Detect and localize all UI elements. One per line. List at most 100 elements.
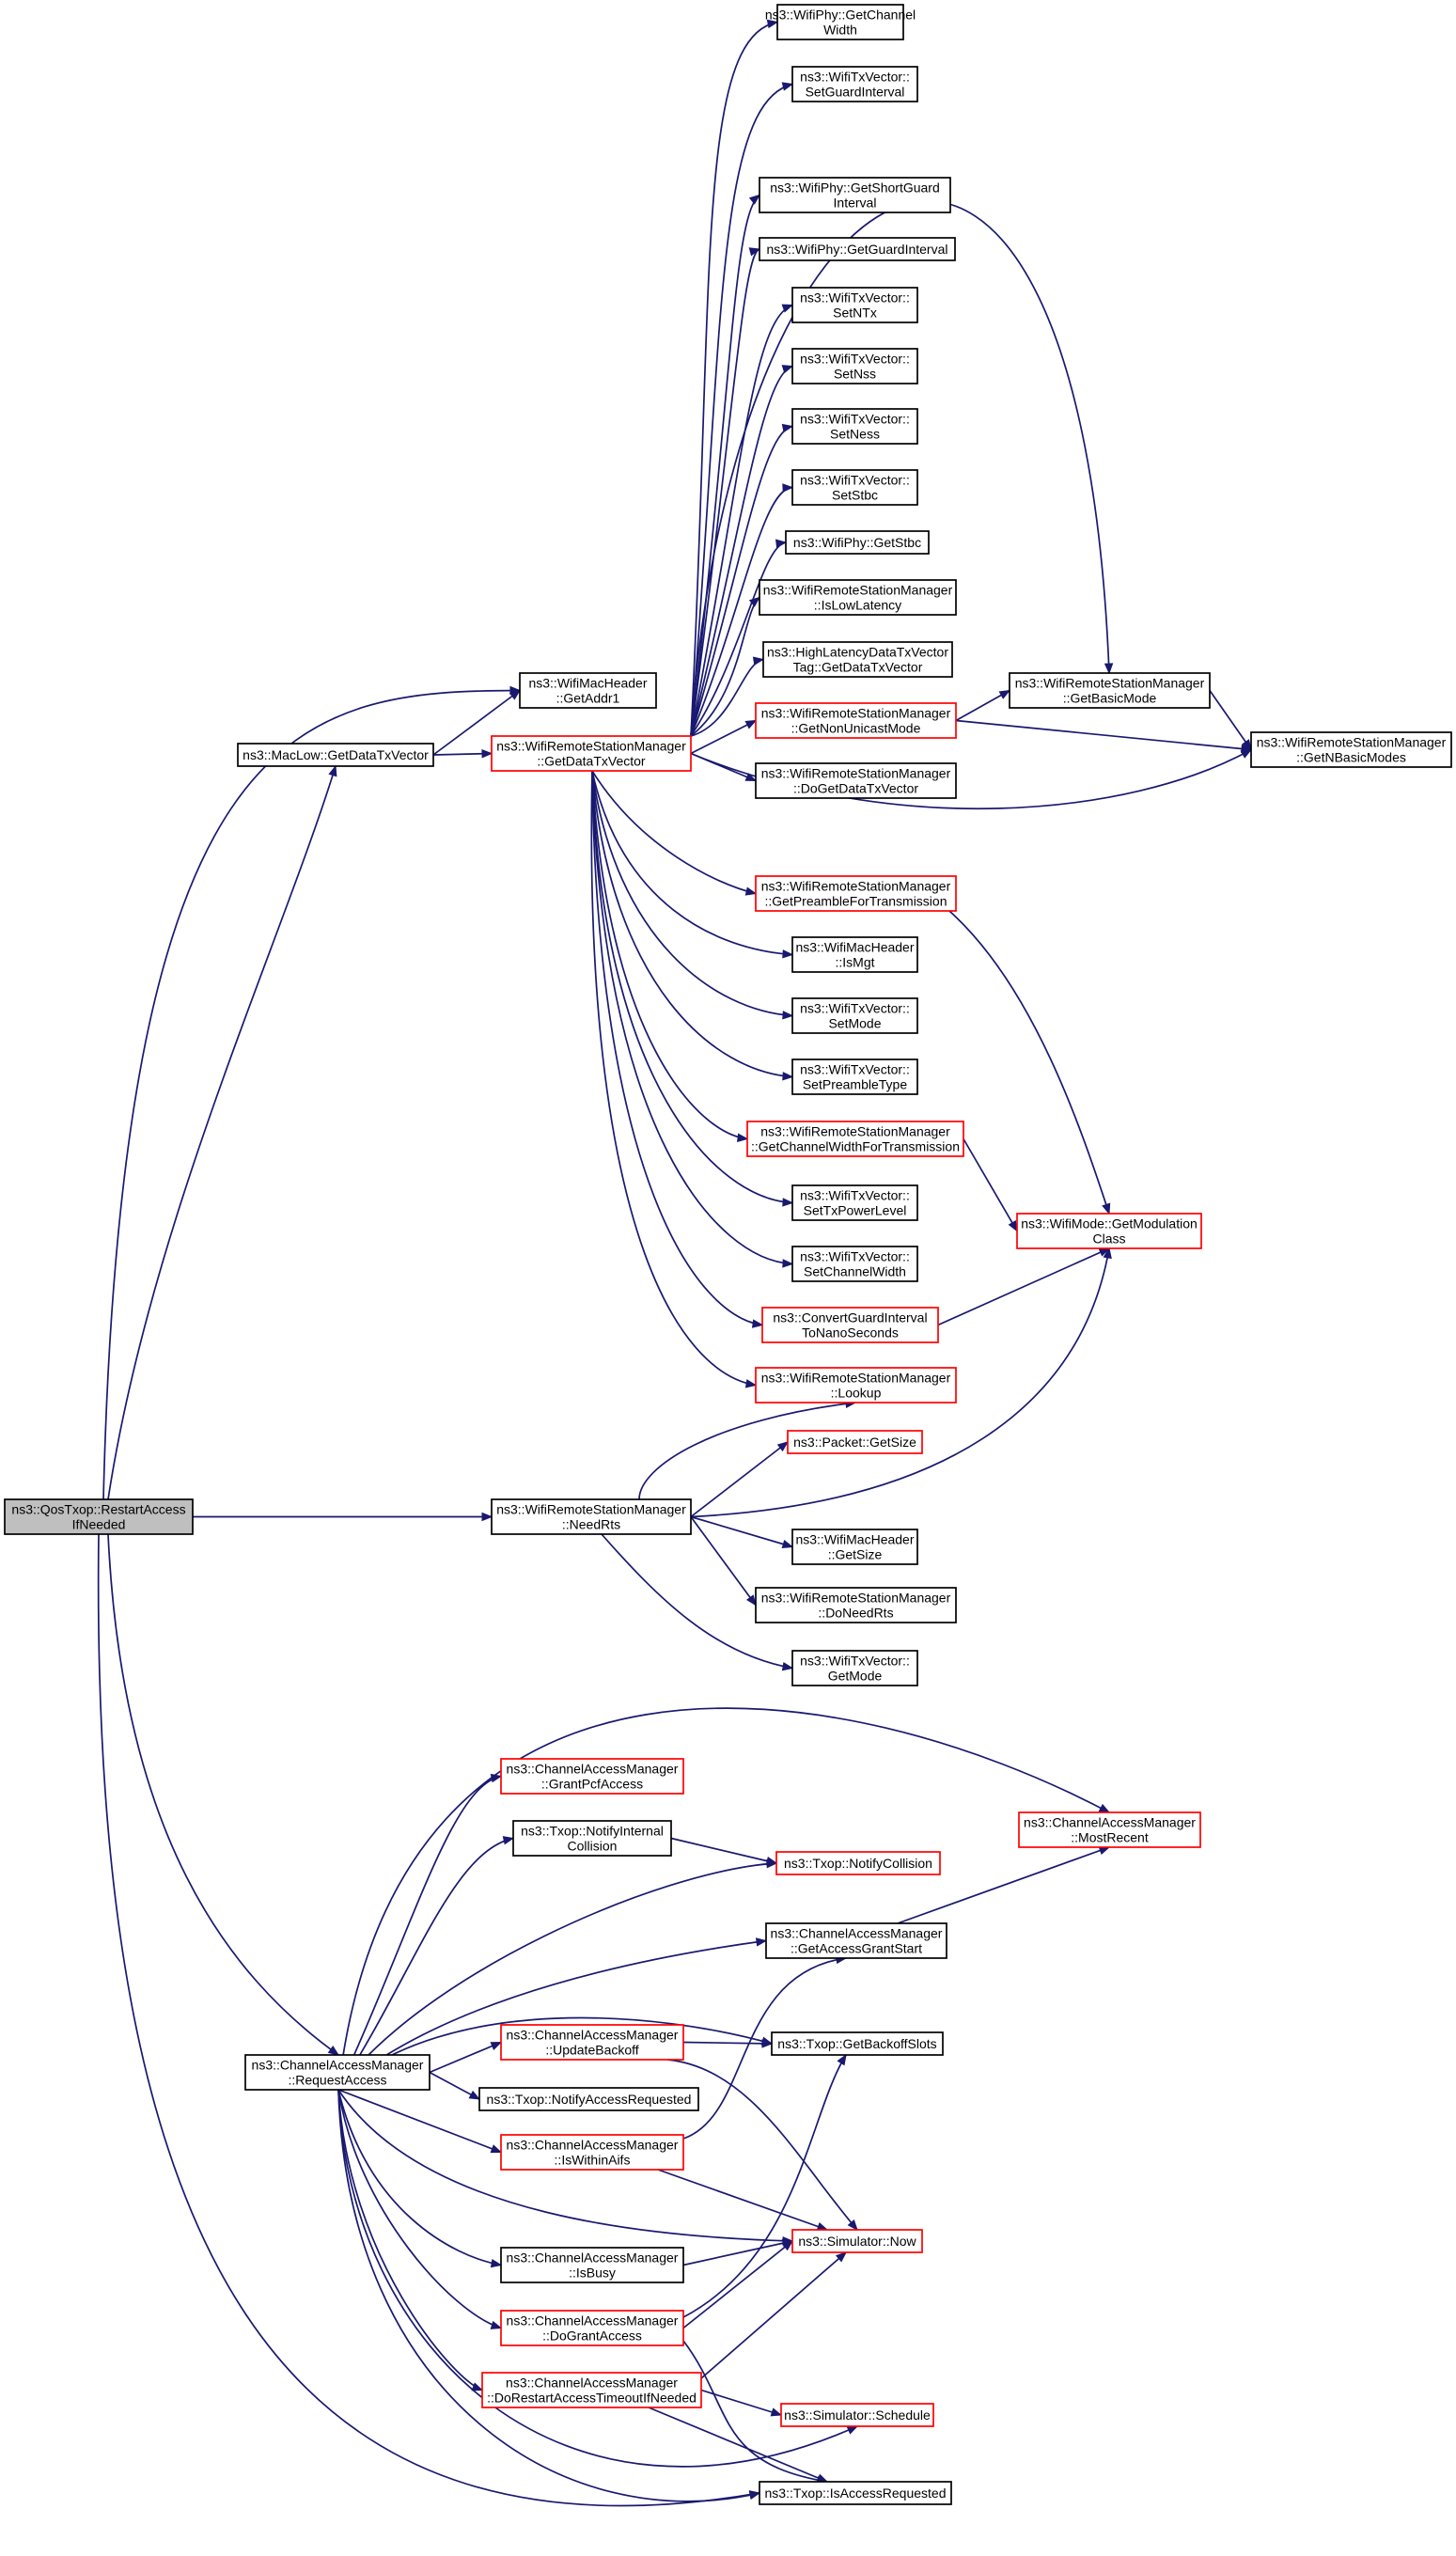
arrowhead-root-to-maclowgdtv — [328, 764, 337, 777]
node-txvsntx[interactable]: ns3::WifiTxVector::SetNTx — [791, 287, 918, 323]
node-camra[interactable]: ns3::ChannelAccessManager::RequestAccess — [244, 2054, 431, 2091]
arrowhead-maclowgdtv-to-wrsmgdtv — [481, 749, 493, 759]
node-simschedule[interactable]: ns3::Simulator::Schedule — [780, 2403, 934, 2427]
node-phygcw[interactable]: ns3::WifiPhy::GetChannelWidth — [765, 4, 916, 40]
node-wrsmneedrts[interactable]: ns3::WifiRemoteStationManager::NeedRts — [491, 1498, 692, 1535]
arrowhead-camra-to-camdga — [490, 2320, 503, 2329]
node-txopnc[interactable]: ns3::Txop::NotifyCollision — [775, 1851, 941, 1875]
edge-wrsmgdtv-to-txvspt — [591, 770, 793, 1078]
node-box — [791, 348, 918, 384]
node-txvsnss[interactable]: ns3::WifiTxVector::SetNss — [791, 348, 918, 384]
arrowhead-camra-to-camdratin — [471, 2382, 484, 2391]
node-box — [791, 408, 918, 445]
node-label: GetMode — [828, 1669, 883, 1684]
node-label: ns3::WifiRemoteStationManager — [761, 766, 951, 781]
node-wrsmgnum[interactable]: ns3::WifiRemoteStationManager::GetNonUni… — [755, 702, 957, 739]
node-camgpa[interactable]: ns3::ChannelAccessManager::GrantPcfAcces… — [500, 1758, 684, 1795]
node-wrsmgbm[interactable]: ns3::WifiRemoteStationManager::GetBasicM… — [1009, 672, 1211, 709]
node-wrsmdoneedrts[interactable]: ns3::WifiRemoteStationManager::DoNeedRts — [755, 1587, 957, 1623]
node-label: ns3::ChannelAccessManager — [507, 2028, 679, 2043]
node-wrsmilowlat[interactable]: ns3::WifiRemoteStationManager::IsLowLate… — [759, 579, 957, 616]
node-label: ns3::Txop::NotifyInternal — [521, 1824, 664, 1839]
node-box — [791, 1246, 918, 1282]
node-macgetsize[interactable]: ns3::WifiMacHeader::GetSize — [791, 1529, 918, 1565]
edge-camra-to-camub — [429, 2041, 502, 2074]
node-box — [491, 1498, 692, 1535]
node-txopgbs[interactable]: ns3::Txop::GetBackoffSlots — [771, 2031, 944, 2056]
arrowhead-wrsmneedrts-to-macgetsize — [781, 1539, 794, 1549]
arrowhead-txopnic-to-txopnc — [765, 1856, 778, 1866]
node-camisbusy[interactable]: ns3::ChannelAccessManager::IsBusy — [500, 2247, 684, 2283]
node-macismgt[interactable]: ns3::WifiMacHeader::IsMgt — [791, 936, 918, 973]
arrowhead-wrsmneedrts-to-wrsmdoneedrts — [745, 1594, 757, 1607]
node-hldtvtag[interactable]: ns3::HighLatencyDataTxVectorTag::GetData… — [762, 641, 953, 678]
node-box — [759, 237, 956, 261]
node-wrsmgdtv[interactable]: ns3::WifiRemoteStationManager::GetDataTx… — [491, 735, 692, 772]
node-label: ns3::WifiTxVector:: — [800, 1654, 910, 1669]
node-box — [761, 1307, 939, 1343]
node-camrecent[interactable]: ns3::ChannelAccessManager::MostRecent — [1018, 1811, 1201, 1848]
node-txopnar[interactable]: ns3::Txop::NotifyAccessRequested — [478, 2087, 699, 2111]
node-txvsmode[interactable]: ns3::WifiTxVector::SetMode — [791, 997, 918, 1034]
node-label: ::IsBusy — [569, 2266, 616, 2281]
node-txopiar[interactable]: ns3::Txop::IsAccessRequested — [759, 2481, 952, 2505]
node-wrsmlookup[interactable]: ns3::WifiRemoteStationManager::Lookup — [755, 1367, 957, 1403]
node-txvsness[interactable]: ns3::WifiTxVector::SetNess — [791, 408, 918, 445]
node-camub[interactable]: ns3::ChannelAccessManager::UpdateBackoff — [500, 2024, 684, 2061]
node-txvsgi[interactable]: ns3::WifiTxVector::SetGuardInterval — [791, 66, 918, 102]
node-label: ns3::WifiTxVector:: — [800, 290, 910, 306]
edge-maclowgdtv-to-macaddr1 — [432, 689, 521, 756]
arrowhead-wrsmgdtv-to-wrsmilowlat — [748, 596, 761, 607]
edge-wrsmgdtv-to-wrsmlookup — [590, 770, 757, 1387]
arrowhead-camdratin-to-simschedule — [770, 2407, 783, 2417]
node-wrsmgpft[interactable]: ns3::WifiRemoteStationManager::GetPreamb… — [755, 875, 957, 912]
edge-wrsmgdtv-to-txvsmode — [591, 770, 793, 1017]
node-wrsmgnbm[interactable]: ns3::WifiRemoteStationManager::GetNBasic… — [1250, 731, 1452, 768]
node-box — [755, 762, 957, 799]
node-camdga[interactable]: ns3::ChannelAccessManager::DoGrantAccess — [500, 2310, 684, 2346]
node-label: ns3::ChannelAccessManager — [252, 2058, 424, 2073]
arrowhead-camdratin-to-txopiar — [816, 2473, 829, 2483]
arrowhead-wrsmgdtv-to-wrsmgpft — [744, 886, 758, 896]
node-label: ns3::WifiPhy::GetStbc — [793, 535, 921, 550]
node-label: ns3::ChannelAccessManager — [771, 1926, 943, 1941]
edge-wrsmgbm-to-wrsmgnbm — [1209, 690, 1252, 750]
node-simnow[interactable]: ns3::Simulator::Now — [791, 2229, 923, 2253]
node-label: ::Lookup — [831, 1386, 882, 1401]
node-txvgetmode[interactable]: ns3::WifiTxVector::GetMode — [791, 1650, 918, 1686]
node-wrsmdogdtv[interactable]: ns3::WifiRemoteStationManager::DoGetData… — [755, 762, 957, 799]
arrowhead-wrsmneedrts-to-modegmc — [1103, 1247, 1112, 1260]
node-label: ::GetChannelWidthForTransmission — [751, 1139, 960, 1154]
node-txvspt[interactable]: ns3::WifiTxVector::SetPreambleType — [791, 1058, 918, 1095]
node-txvstpl[interactable]: ns3::WifiTxVector::SetTxPowerLevel — [791, 1184, 918, 1221]
arrowhead-wrsmgcwft-to-modegmc — [1008, 1220, 1018, 1232]
node-box — [1250, 731, 1452, 768]
node-macaddr1[interactable]: ns3::WifiMacHeader::GetAddr1 — [519, 672, 657, 709]
node-box — [491, 735, 692, 772]
node-pktgetsize[interactable]: ns3::Packet::GetSize — [787, 1430, 923, 1454]
node-camgags[interactable]: ns3::ChannelAccessManager::GetAccessGran… — [765, 1922, 947, 1959]
node-wrsmgcwft[interactable]: ns3::WifiRemoteStationManager::GetChanne… — [746, 1121, 964, 1157]
edge-camra-to-camisbusy — [337, 2089, 502, 2266]
node-label: ns3::HighLatencyDataTxVector — [767, 645, 948, 660]
node-phyggi[interactable]: ns3::WifiPhy::GetGuardInterval — [759, 237, 956, 261]
arrowhead-wrsmgdtv-to-txvsntx — [781, 304, 794, 313]
node-txvsstbc[interactable]: ns3::WifiTxVector::SetStbc — [791, 469, 918, 506]
node-maclowgdtv[interactable]: ns3::MacLow::GetDataTxVector — [237, 743, 434, 767]
node-label: ns3::Txop::IsAccessRequested — [765, 2485, 947, 2501]
node-camdratin[interactable]: ns3::ChannelAccessManager::DoRestartAcce… — [481, 2372, 702, 2408]
node-box — [762, 641, 953, 678]
node-camiwa[interactable]: ns3::ChannelAccessManager::IsWithinAifs — [500, 2134, 684, 2171]
edge-wrsmneedrts-to-macgetsize — [690, 1515, 793, 1548]
node-label: ns3::WifiRemoteStationManager — [496, 739, 686, 754]
node-txvscw[interactable]: ns3::WifiTxVector::SetChannelWidth — [791, 1246, 918, 1282]
edge-camiwa-to-simnow — [657, 2169, 828, 2231]
node-label: ::MostRecent — [1071, 1830, 1149, 1845]
node-phygstbc[interactable]: ns3::WifiPhy::GetStbc — [785, 530, 930, 555]
